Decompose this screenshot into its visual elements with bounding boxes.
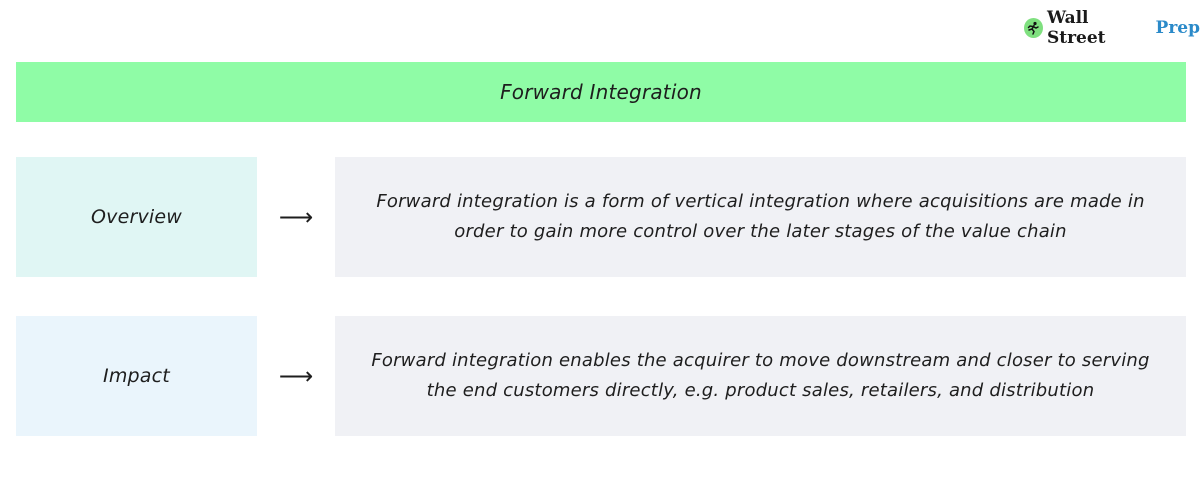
impact-label-box: Impact [16,316,257,436]
impact-description-line-1: Forward integration enables the acquirer… [371,350,1150,371]
right-arrow-icon: ⟶ [278,203,314,231]
overview-description-line-2: order to gain more control over the late… [454,221,1067,242]
impact-description-box: Forward integration enables the acquirer… [335,316,1186,436]
diagram-title: Forward Integration [16,62,1186,122]
brand-name: Wall Street [1046,8,1106,48]
impact-label: Impact [103,365,170,387]
brand-logo: Wall Street Prep [1024,8,1200,48]
brand-name-accent: Prep [1155,18,1200,38]
overview-label: Overview [90,206,183,228]
overview-description-box: Forward integration is a form of vertica… [335,157,1186,277]
runner-icon [1024,18,1043,38]
right-arrow-icon: ⟶ [278,362,314,390]
impact-description-line-2: the end customers directly, e.g. product… [426,380,1095,401]
overview-description-line-1: Forward integration is a form of vertica… [376,191,1145,212]
overview-label-box: Overview [16,157,257,277]
